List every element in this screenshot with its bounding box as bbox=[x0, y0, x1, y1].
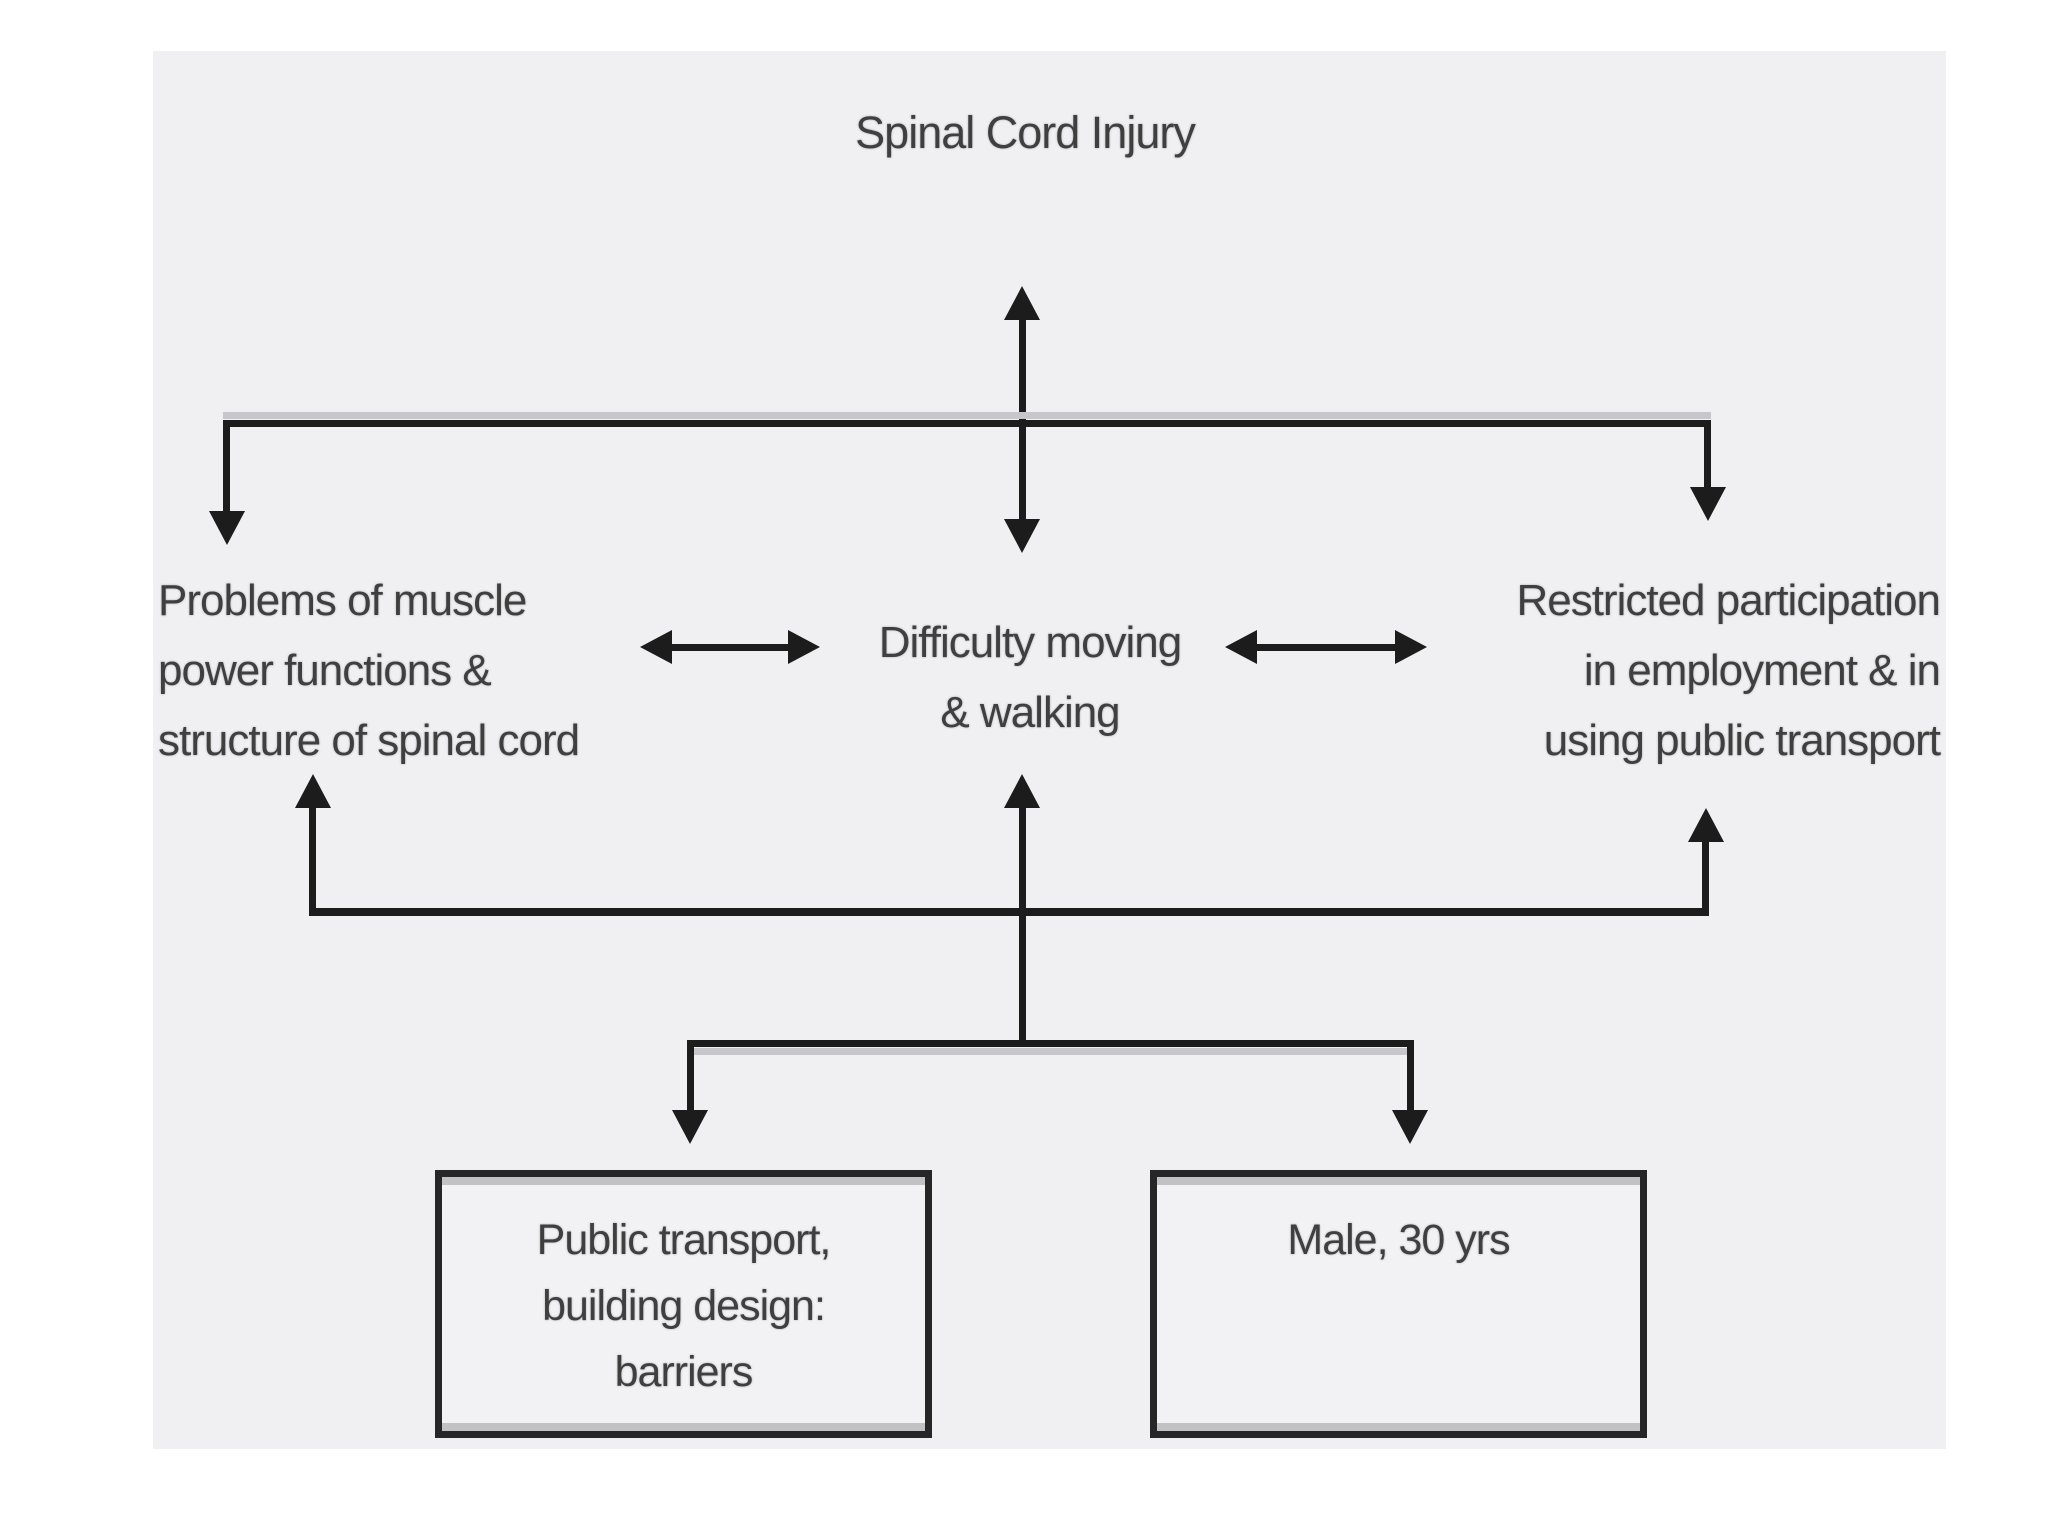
node-impairment-line: structure of spinal cord bbox=[158, 716, 580, 765]
arrowhead-down-icon bbox=[1004, 519, 1040, 553]
connector-activity-participation bbox=[1255, 644, 1397, 651]
arrowhead-left-icon bbox=[1225, 630, 1257, 664]
node-impairment-line: Problems of muscle bbox=[158, 576, 527, 625]
arrowhead-down-icon bbox=[209, 511, 245, 545]
arrowhead-up-icon bbox=[1688, 808, 1724, 842]
arrowhead-down-icon bbox=[1392, 1110, 1428, 1144]
box-environmental-line: barriers bbox=[614, 1348, 754, 1396]
node-activity: Difficulty moving & walking bbox=[820, 608, 1240, 748]
arrowhead-down-icon bbox=[672, 1110, 708, 1144]
connector-impairment-activity bbox=[670, 644, 790, 651]
node-health-condition: Spinal Cord Injury bbox=[855, 107, 1196, 158]
connector-factors-split-line bbox=[687, 1040, 1414, 1047]
node-activity-line: & walking bbox=[940, 688, 1120, 737]
arrowhead-left-icon bbox=[640, 630, 672, 664]
node-participation-line: Restricted participation bbox=[1516, 576, 1941, 625]
arrowhead-up-icon bbox=[295, 774, 331, 808]
node-participation-line: in employment & in bbox=[1583, 646, 1941, 695]
node-activity-line: Difficulty moving bbox=[878, 618, 1183, 667]
box-personal-line: Male, 30 yrs bbox=[1287, 1216, 1510, 1264]
arrowhead-up-icon bbox=[1004, 774, 1040, 808]
connector-bottom-center-stem bbox=[1019, 806, 1026, 1046]
box-personal-factors: Male, 30 yrs bbox=[1150, 1170, 1647, 1438]
connector-factors-right-drop bbox=[1407, 1040, 1414, 1112]
arrowhead-down-icon bbox=[1690, 487, 1726, 521]
arrowhead-right-icon bbox=[788, 630, 820, 664]
connector-bottom-right-riser bbox=[1702, 838, 1709, 912]
node-impairment-line: power functions & bbox=[158, 646, 492, 695]
node-impairment: Problems of muscle power functions & str… bbox=[158, 566, 638, 776]
arrowhead-right-icon bbox=[1395, 630, 1427, 664]
box-environmental-factors: Public transport, building design: barri… bbox=[435, 1170, 932, 1438]
node-participation-line: using public transport bbox=[1543, 716, 1941, 765]
connector-bottom-branch-line bbox=[309, 908, 1709, 916]
connector-bottom-left-riser bbox=[309, 802, 316, 912]
connector-top-branch-line bbox=[223, 420, 1711, 427]
connector-top-left-drop bbox=[223, 420, 230, 512]
arrowhead-up-icon bbox=[1004, 286, 1040, 320]
node-participation: Restricted participation in employment &… bbox=[1435, 566, 1941, 776]
connector-top-right-drop bbox=[1704, 420, 1711, 488]
box-environmental-line: building design: bbox=[542, 1282, 826, 1330]
box-environmental-line: Public transport, bbox=[536, 1216, 832, 1264]
connector-factors-left-drop bbox=[687, 1040, 694, 1112]
